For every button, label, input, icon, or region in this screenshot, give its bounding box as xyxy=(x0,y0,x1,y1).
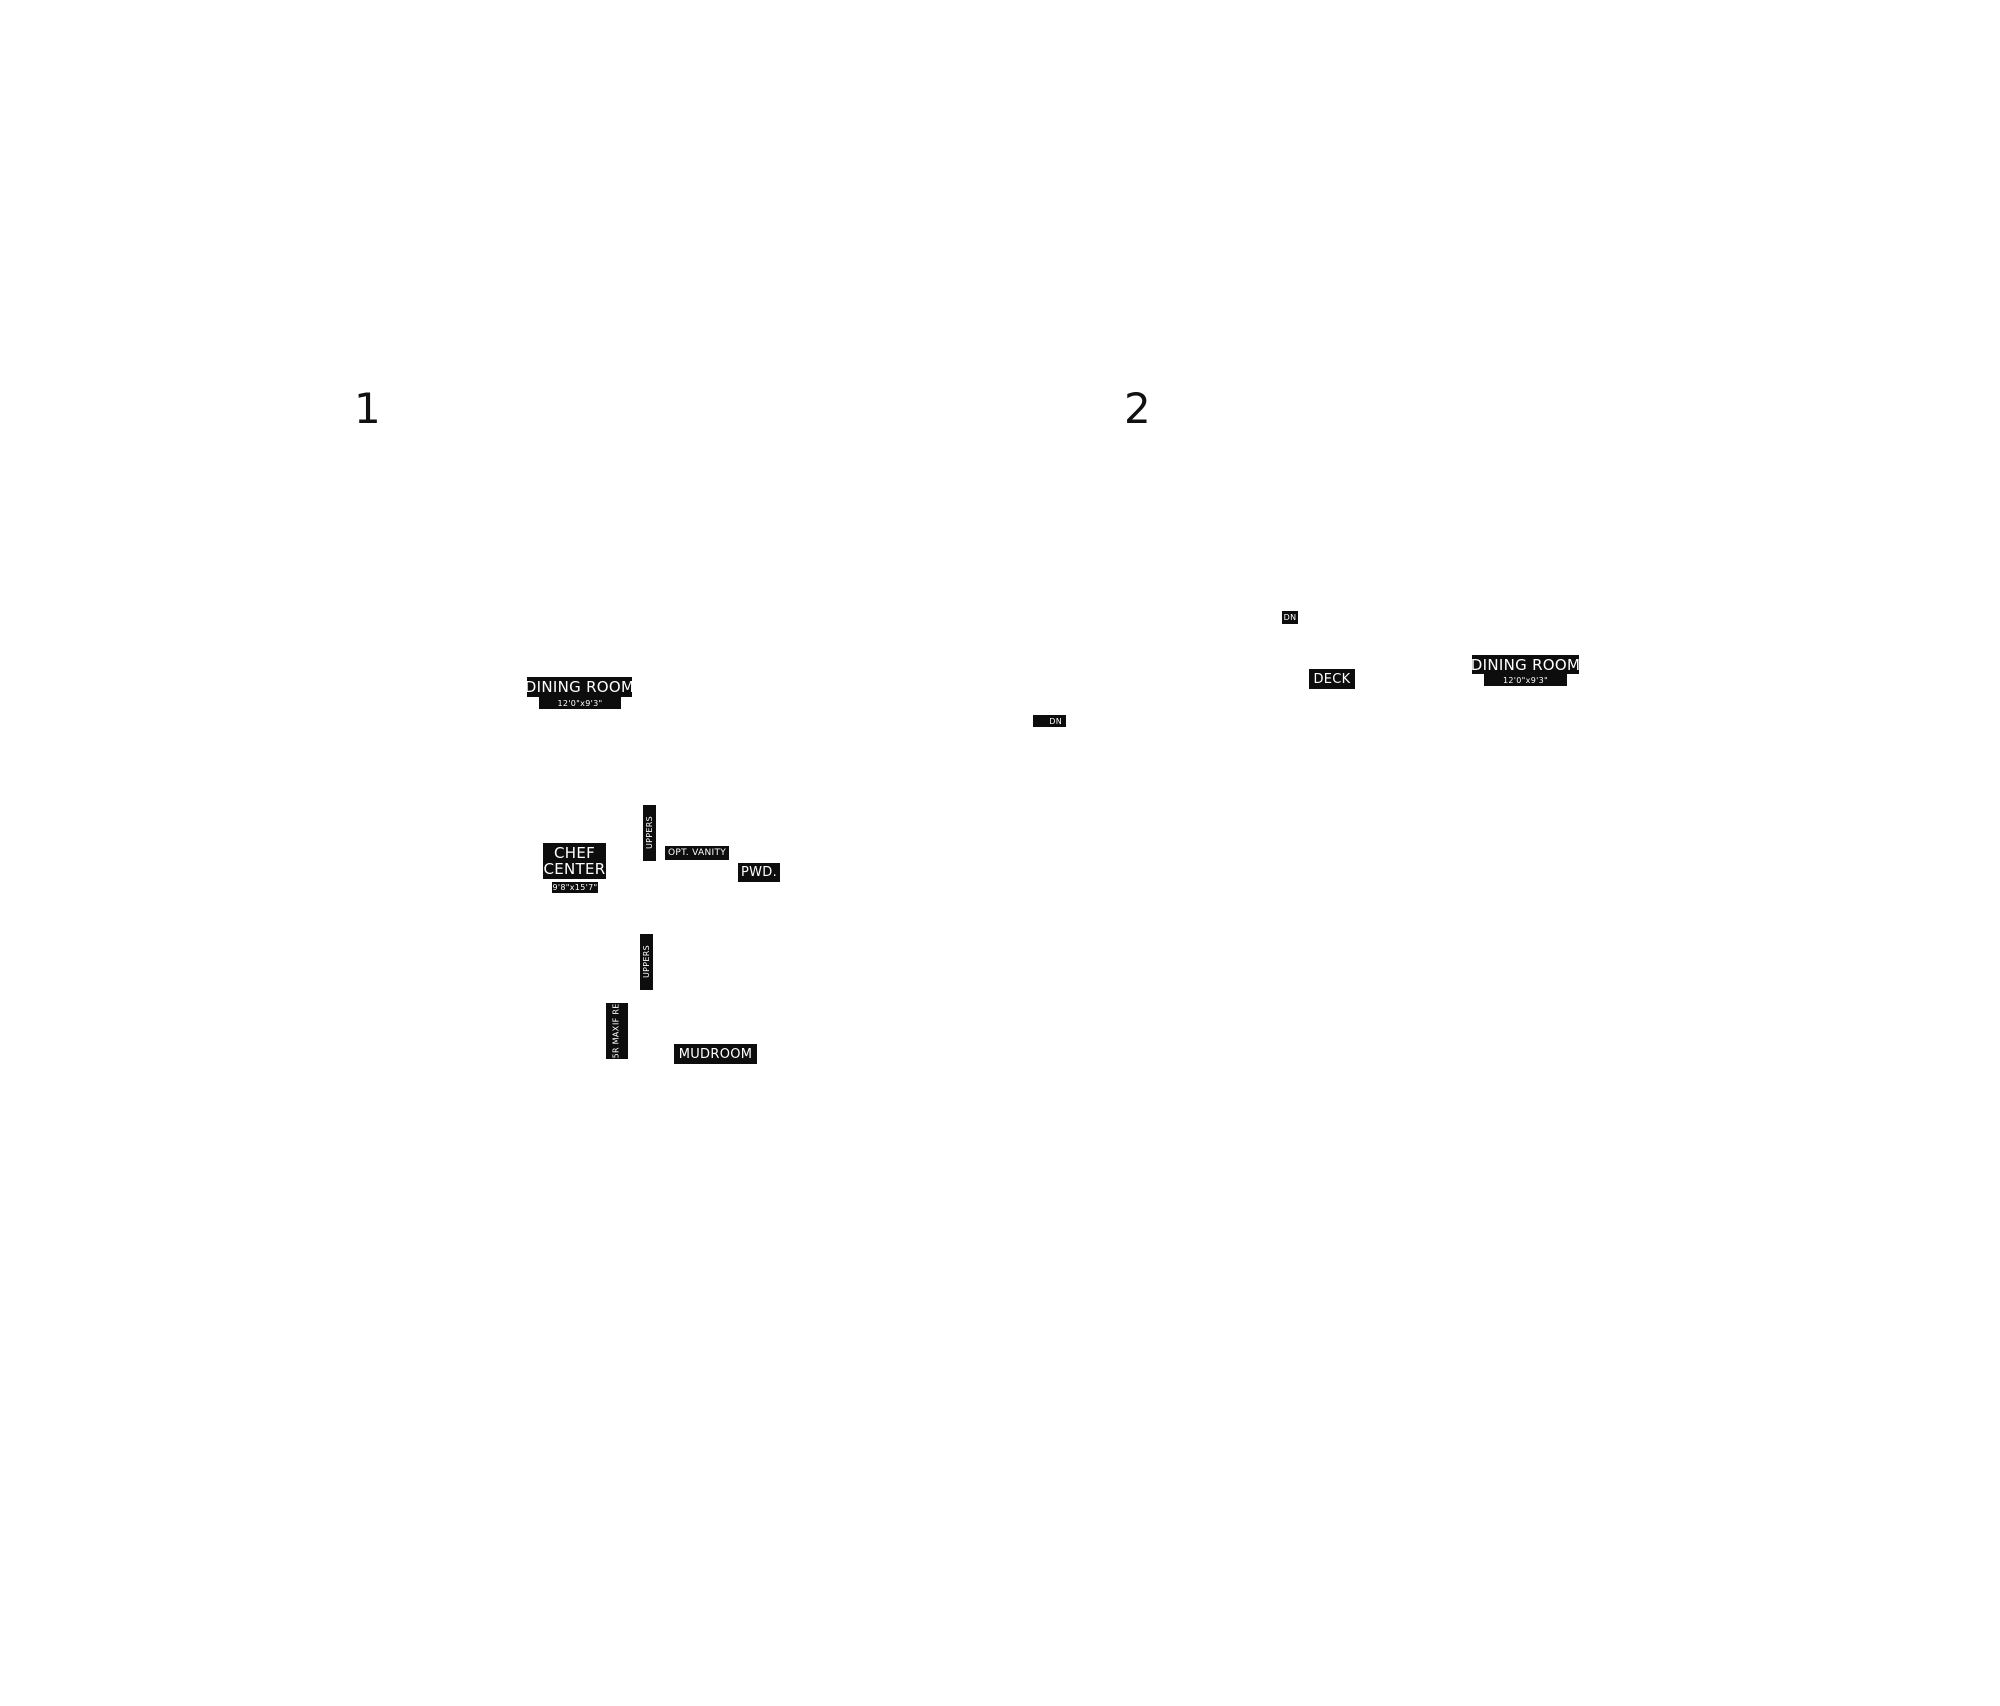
dining-room-dimension: 12'0"x9'3" xyxy=(1484,674,1567,686)
mudroom-label: MUDROOM xyxy=(674,1044,757,1064)
chef-center-label: CHEF CENTER xyxy=(543,843,606,879)
deck-label: DECK xyxy=(1309,669,1355,689)
chef-center-dimension: 9'8"x15'7" xyxy=(552,882,598,893)
dining-room-label: DINING ROOM xyxy=(1470,655,1581,674)
uppers-label-bottom: UPPERS xyxy=(640,934,653,990)
dn-label-left: DN xyxy=(1033,715,1066,727)
opt-vanity-label: OPT. VANITY xyxy=(665,846,729,860)
stair-note-label: DN 5R MAX IF REQ'D xyxy=(606,988,628,1074)
plan-number-2: 2 xyxy=(1124,384,1151,433)
dining-room-label: DINING ROOM xyxy=(524,677,635,697)
floor-plan-1: 1 DINING ROOM 12'0"x9'3" CHEF CENTER 9'8… xyxy=(354,384,780,1074)
plan-number-1: 1 xyxy=(354,384,381,433)
stair-note-line-1: DN 5R MAX xyxy=(611,1025,621,1074)
dining-room-dimension: 12'0"x9'3" xyxy=(539,697,621,709)
floor-plan-2: 2 DN DECK DINING ROOM 12'0"x9'3" DN xyxy=(1000,0,2000,1706)
uppers-label-top: UPPERS xyxy=(643,805,656,861)
chef-center-line-1: CHEF xyxy=(553,843,596,862)
chef-center-line-2: CENTER xyxy=(543,860,606,878)
dn-label-top: DN xyxy=(1282,611,1298,624)
stair-note-line-2: IF REQ'D xyxy=(611,988,621,1026)
powder-room-label: PWD. xyxy=(738,863,780,882)
